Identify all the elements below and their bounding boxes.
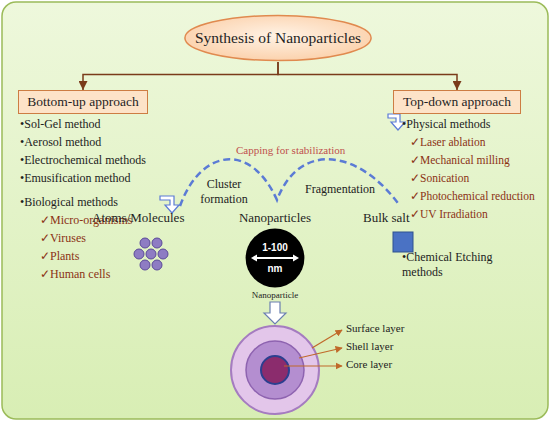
method-item: •Electrochemical methods	[20, 153, 180, 168]
leader-line	[284, 365, 342, 366]
approach-box: Bottom-up approach	[18, 90, 148, 114]
nanoparticle-circle: 1-100 nm	[245, 228, 305, 288]
node-text: Bottom-up approach	[27, 94, 138, 110]
title-ellipse: Synthesis of Nanoparticles	[183, 14, 373, 62]
method-subitem: ✓Laser ablation	[410, 135, 548, 149]
method-subitem: ✓Photochemical reduction	[410, 189, 548, 203]
method-item: •Physical methods	[402, 117, 542, 132]
method-item: •Biological methods	[20, 195, 160, 210]
method-subitem: ✓UV Irradiation	[410, 207, 548, 221]
layer-label: Shell layer	[346, 340, 436, 354]
atom-dot	[158, 249, 168, 259]
method-item: •Emusification method	[20, 171, 180, 186]
layer-label: Core layer	[346, 358, 436, 372]
method-item: •Aerosol method	[20, 135, 180, 150]
process-curve	[180, 159, 400, 206]
atom-dot	[140, 260, 150, 270]
material-label: Nanoparticles	[235, 210, 315, 226]
ellipse-shape	[185, 15, 371, 60]
shell-layer-ring	[246, 341, 304, 399]
layer-label: Surface layer	[346, 322, 436, 336]
material-label: Atoms/Molecules	[92, 210, 192, 226]
size-arrow-head	[251, 254, 257, 261]
method-item: •Sol-Gel method	[20, 117, 180, 132]
bulk-square	[393, 232, 413, 252]
method-subitem: ✓Plants	[40, 249, 170, 264]
approach-box: Top-down approach	[393, 90, 521, 114]
method-subitem: ✓Mechanical milling	[410, 153, 548, 167]
process-label: Cluster formation	[196, 177, 252, 207]
atom-dot	[140, 238, 150, 248]
size-arrow-line	[255, 257, 296, 259]
node-text: 1-100 nm	[258, 237, 292, 279]
method-item: •Chemical Etching methods	[402, 250, 514, 280]
down-arrow	[264, 302, 286, 324]
method-subitem: ✓Sonication	[410, 171, 548, 185]
atom-dot	[152, 238, 162, 248]
leader-line	[299, 348, 342, 358]
method-subitem: ✓Human cells	[40, 267, 170, 282]
circle-shape	[246, 229, 305, 288]
branch-connector	[278, 62, 457, 90]
atom-cluster	[134, 238, 168, 270]
atom-dot	[152, 260, 162, 270]
process-label: Fragmentation	[300, 182, 380, 197]
core-layer-disc	[261, 356, 289, 384]
node-text: Synthesis of Nanoparticles	[195, 29, 361, 47]
leader-line	[312, 330, 342, 348]
process-note: Capping for stabilization	[236, 144, 356, 158]
atom-dot	[134, 249, 144, 259]
particle-caption: Nanoparticle	[240, 290, 310, 301]
method-subitem: ✓Viruses	[40, 231, 170, 246]
circle-outline	[245, 228, 305, 288]
atom-dot	[146, 249, 156, 259]
branch-connector	[83, 62, 278, 90]
size-arrow-head	[293, 254, 299, 261]
material-label: Bulk salt	[363, 210, 433, 226]
node-text: Top-down approach	[403, 94, 511, 110]
surface-layer-ring	[231, 326, 319, 414]
